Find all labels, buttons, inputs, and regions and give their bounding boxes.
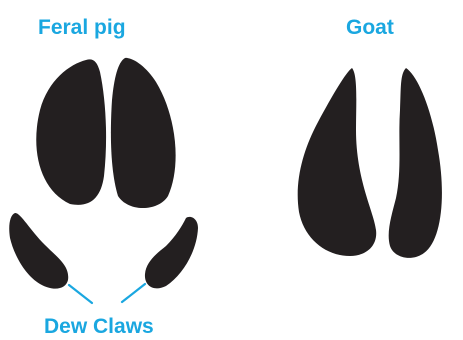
- pig-left-dew-claw: [9, 213, 68, 289]
- pig-right-hoof-print: [111, 58, 176, 208]
- left-dew-claw-pointer: [69, 285, 92, 303]
- right-dew-claw-pointer: [122, 284, 145, 302]
- pig-left-hoof-print: [36, 59, 106, 204]
- feral-pig-track: [9, 58, 198, 289]
- goat-right-hoof-print: [389, 68, 442, 258]
- pig-right-dew-claw: [145, 217, 198, 288]
- goat-left-hoof-print: [298, 68, 377, 256]
- goat-track: [298, 68, 442, 258]
